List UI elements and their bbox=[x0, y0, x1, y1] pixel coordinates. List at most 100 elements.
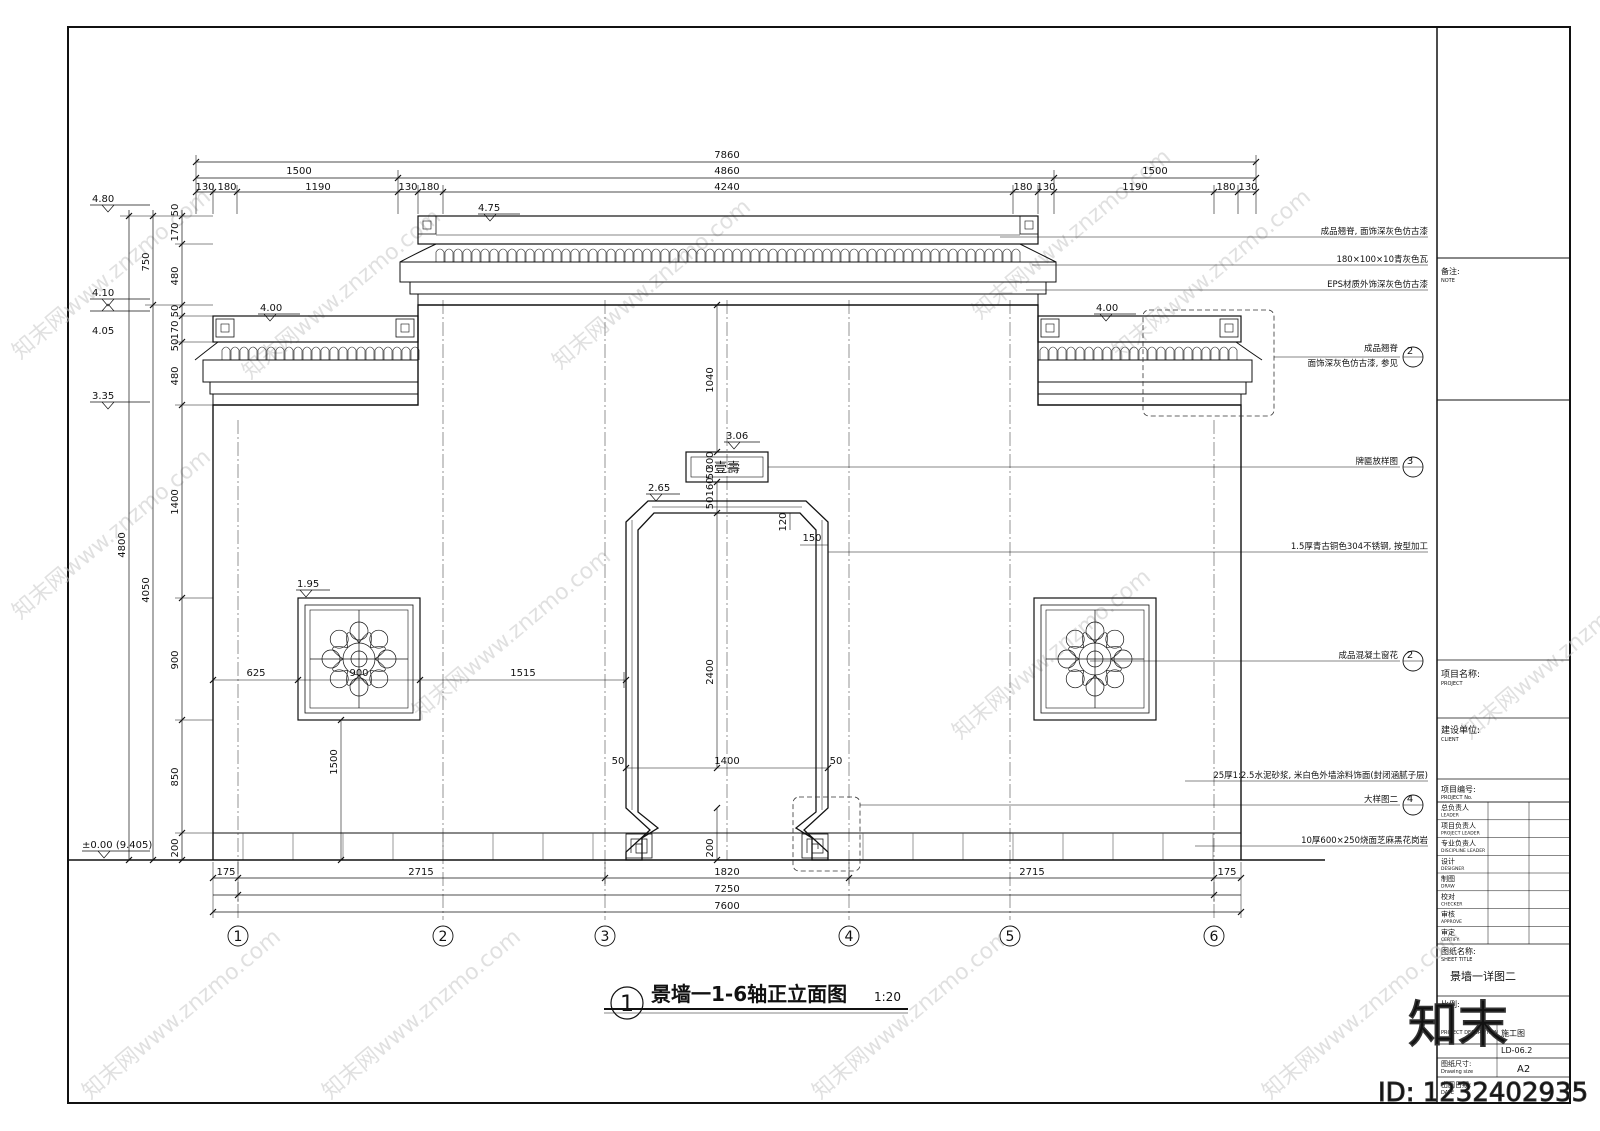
svg-text:130: 130 bbox=[398, 182, 417, 193]
svg-text:知末网www.znzmo.com: 知末网www.znzmo.com bbox=[8, 444, 216, 624]
svg-text:4800: 4800 bbox=[117, 532, 128, 557]
svg-text:480: 480 bbox=[170, 266, 181, 285]
svg-text:知末网www.znzmo.com: 知末网www.znzmo.com bbox=[1108, 184, 1316, 364]
svg-text:知末网www.znzmo.com: 知末网www.znzmo.com bbox=[318, 924, 526, 1104]
svg-text:CLIENT: CLIENT bbox=[1441, 737, 1460, 743]
svg-text:SHEET TITLE: SHEET TITLE bbox=[1441, 957, 1472, 963]
svg-text:知末网www.znzmo.com: 知末网www.znzmo.com bbox=[238, 204, 446, 384]
svg-text:1400: 1400 bbox=[714, 756, 739, 767]
role-label: 专业负责人 bbox=[1441, 839, 1476, 848]
annotation-3: 成品翘脊 bbox=[1364, 343, 1399, 354]
svg-text:知末网www.znzmo.com: 知末网www.znzmo.com bbox=[548, 194, 756, 374]
svg-text:知末网www.znzmo.com: 知末网www.znzmo.com bbox=[8, 184, 216, 364]
svg-text:4: 4 bbox=[1407, 794, 1413, 805]
annotation-9: 大样图二 bbox=[1364, 794, 1399, 805]
role-label-en: PROJECT LEADER bbox=[1441, 830, 1480, 836]
svg-text:130: 130 bbox=[1238, 182, 1257, 193]
left-dimensions bbox=[120, 210, 213, 864]
svg-text:175: 175 bbox=[1217, 867, 1236, 878]
svg-text:2715: 2715 bbox=[408, 867, 433, 878]
title-block-text: 备注: NOTE 项目名称: PROJECT 建设单位: CLIENT 项目编号… bbox=[1441, 266, 1532, 1096]
title-text: 景墙一1-6轴正立面图 bbox=[651, 982, 847, 1006]
svg-text:5: 5 bbox=[1006, 929, 1015, 945]
svg-text:7860: 7860 bbox=[714, 150, 739, 161]
axis-bubble-5: 5 bbox=[999, 925, 1021, 947]
svg-text:130: 130 bbox=[195, 182, 214, 193]
svg-text:180: 180 bbox=[1013, 182, 1032, 193]
left-dimension-labels: 4800 750 4050 50 170 480 50 170 50 480 1… bbox=[117, 204, 181, 858]
svg-text:知末网www.znzmo.com: 知末网www.znzmo.com bbox=[78, 924, 286, 1104]
sheet-size: A2 bbox=[1517, 1064, 1530, 1075]
title-block bbox=[1437, 257, 1570, 1078]
svg-text:4.05: 4.05 bbox=[92, 326, 114, 337]
axis-bubble-1: 1 bbox=[227, 925, 249, 947]
svg-text:1515: 1515 bbox=[510, 668, 535, 679]
svg-text:2: 2 bbox=[1407, 346, 1413, 357]
svg-text:4.75: 4.75 bbox=[478, 203, 500, 214]
svg-text:比例:: 比例: bbox=[1441, 999, 1460, 1009]
svg-text:出图日期:: 出图日期: bbox=[1441, 1080, 1471, 1089]
svg-text:项目编号:: 项目编号: bbox=[1441, 784, 1476, 794]
svg-text:4240: 4240 bbox=[714, 182, 739, 193]
svg-text:2715: 2715 bbox=[1019, 867, 1044, 878]
svg-text:知末网www.znzmo.com: 知末网www.znzmo.com bbox=[408, 544, 616, 724]
svg-text:850: 850 bbox=[170, 767, 181, 786]
annotation-texts: 成品翘脊, 面饰深灰色仿古漆 180×100×10青灰色瓦 EPS材质外饰深灰色… bbox=[1213, 226, 1428, 846]
center-roof bbox=[399, 215, 1057, 306]
svg-text:Drawing size: Drawing size bbox=[1441, 1069, 1473, 1075]
role-label-en: CERTIFY bbox=[1441, 937, 1459, 943]
svg-text:4.80: 4.80 bbox=[92, 194, 114, 205]
annotation-1: 180×100×10青灰色瓦 bbox=[1336, 254, 1428, 265]
detail-reference-bubbles: 2 3 2 4 bbox=[1402, 346, 1424, 816]
top-dimensions bbox=[192, 155, 1260, 214]
svg-text:DATE: DATE bbox=[1441, 1090, 1454, 1096]
svg-text:300: 300 bbox=[705, 451, 716, 470]
lattice-window-left bbox=[297, 597, 421, 721]
svg-text:NOTE: NOTE bbox=[1441, 278, 1455, 284]
svg-text:2: 2 bbox=[1407, 650, 1413, 661]
watermark-logo: 知末 ID: 1232402935 bbox=[1378, 995, 1589, 1108]
svg-text:1040: 1040 bbox=[705, 367, 716, 392]
svg-text:知末网www.znzmo.com: 知末网www.znzmo.com bbox=[948, 564, 1156, 744]
bottom-dimensions bbox=[209, 862, 1245, 918]
svg-text:4.10: 4.10 bbox=[92, 288, 114, 299]
annotation-4: 面饰深灰色仿古漆, 参见 bbox=[1308, 358, 1399, 369]
svg-text:1400: 1400 bbox=[170, 489, 181, 514]
elevation-labels: 4.80 4.10 4.05 3.35 4.75 4.00 4.00 3.06 … bbox=[82, 194, 1118, 851]
outer-border bbox=[67, 26, 1571, 1104]
svg-text:4860: 4860 bbox=[714, 166, 739, 177]
svg-text:2400: 2400 bbox=[705, 659, 716, 684]
svg-text:7250: 7250 bbox=[714, 884, 739, 895]
plaque-text: 壹壽 bbox=[714, 461, 740, 476]
svg-text:4: 4 bbox=[845, 929, 854, 945]
svg-text:4.00: 4.00 bbox=[1096, 303, 1118, 314]
drawing-title: 1 景墙一1-6轴正立面图 1:20 bbox=[604, 982, 908, 1020]
svg-text:图纸名称:: 图纸名称: bbox=[1441, 946, 1476, 956]
svg-text:900: 900 bbox=[170, 650, 181, 669]
svg-text:120: 120 bbox=[778, 512, 789, 531]
svg-text:4050: 4050 bbox=[141, 577, 152, 602]
role-label-en: APPROVE bbox=[1441, 919, 1462, 925]
svg-text:50: 50 bbox=[705, 497, 716, 510]
role-label-en: CHECKER bbox=[1441, 901, 1462, 907]
role-label: 制图 bbox=[1441, 874, 1455, 883]
svg-text:170: 170 bbox=[170, 222, 181, 241]
svg-text:知末网www.znzmo.com: 知末网www.znzmo.com bbox=[808, 924, 1016, 1104]
svg-text:200: 200 bbox=[170, 838, 181, 857]
role-label: 校对 bbox=[1441, 892, 1455, 901]
inner-dimensions bbox=[209, 301, 832, 864]
detail-ref-2b: 2 bbox=[1402, 650, 1424, 672]
role-label-en: DRAW bbox=[1441, 884, 1455, 890]
annotation-2: EPS材质外饰深灰色仿古漆 bbox=[1327, 279, 1428, 290]
axis-lines bbox=[237, 300, 1215, 920]
svg-text:3: 3 bbox=[601, 929, 610, 945]
role-label: 设计 bbox=[1441, 856, 1455, 865]
axis-bubble-2: 2 bbox=[432, 925, 454, 947]
role-label: 审定 bbox=[1441, 927, 1455, 936]
svg-text:1.95: 1.95 bbox=[297, 579, 319, 590]
svg-text:PROJECT DESCRIPTION: PROJECT DESCRIPTION bbox=[1441, 1030, 1498, 1036]
svg-text:50: 50 bbox=[170, 204, 181, 217]
svg-text:施工图: 施工图 bbox=[1501, 1028, 1525, 1038]
annotation-8: 25厚1:2.5水泥砂浆, 米白色外墙涂料饰面(封闭涵腻子层) bbox=[1213, 770, 1428, 781]
